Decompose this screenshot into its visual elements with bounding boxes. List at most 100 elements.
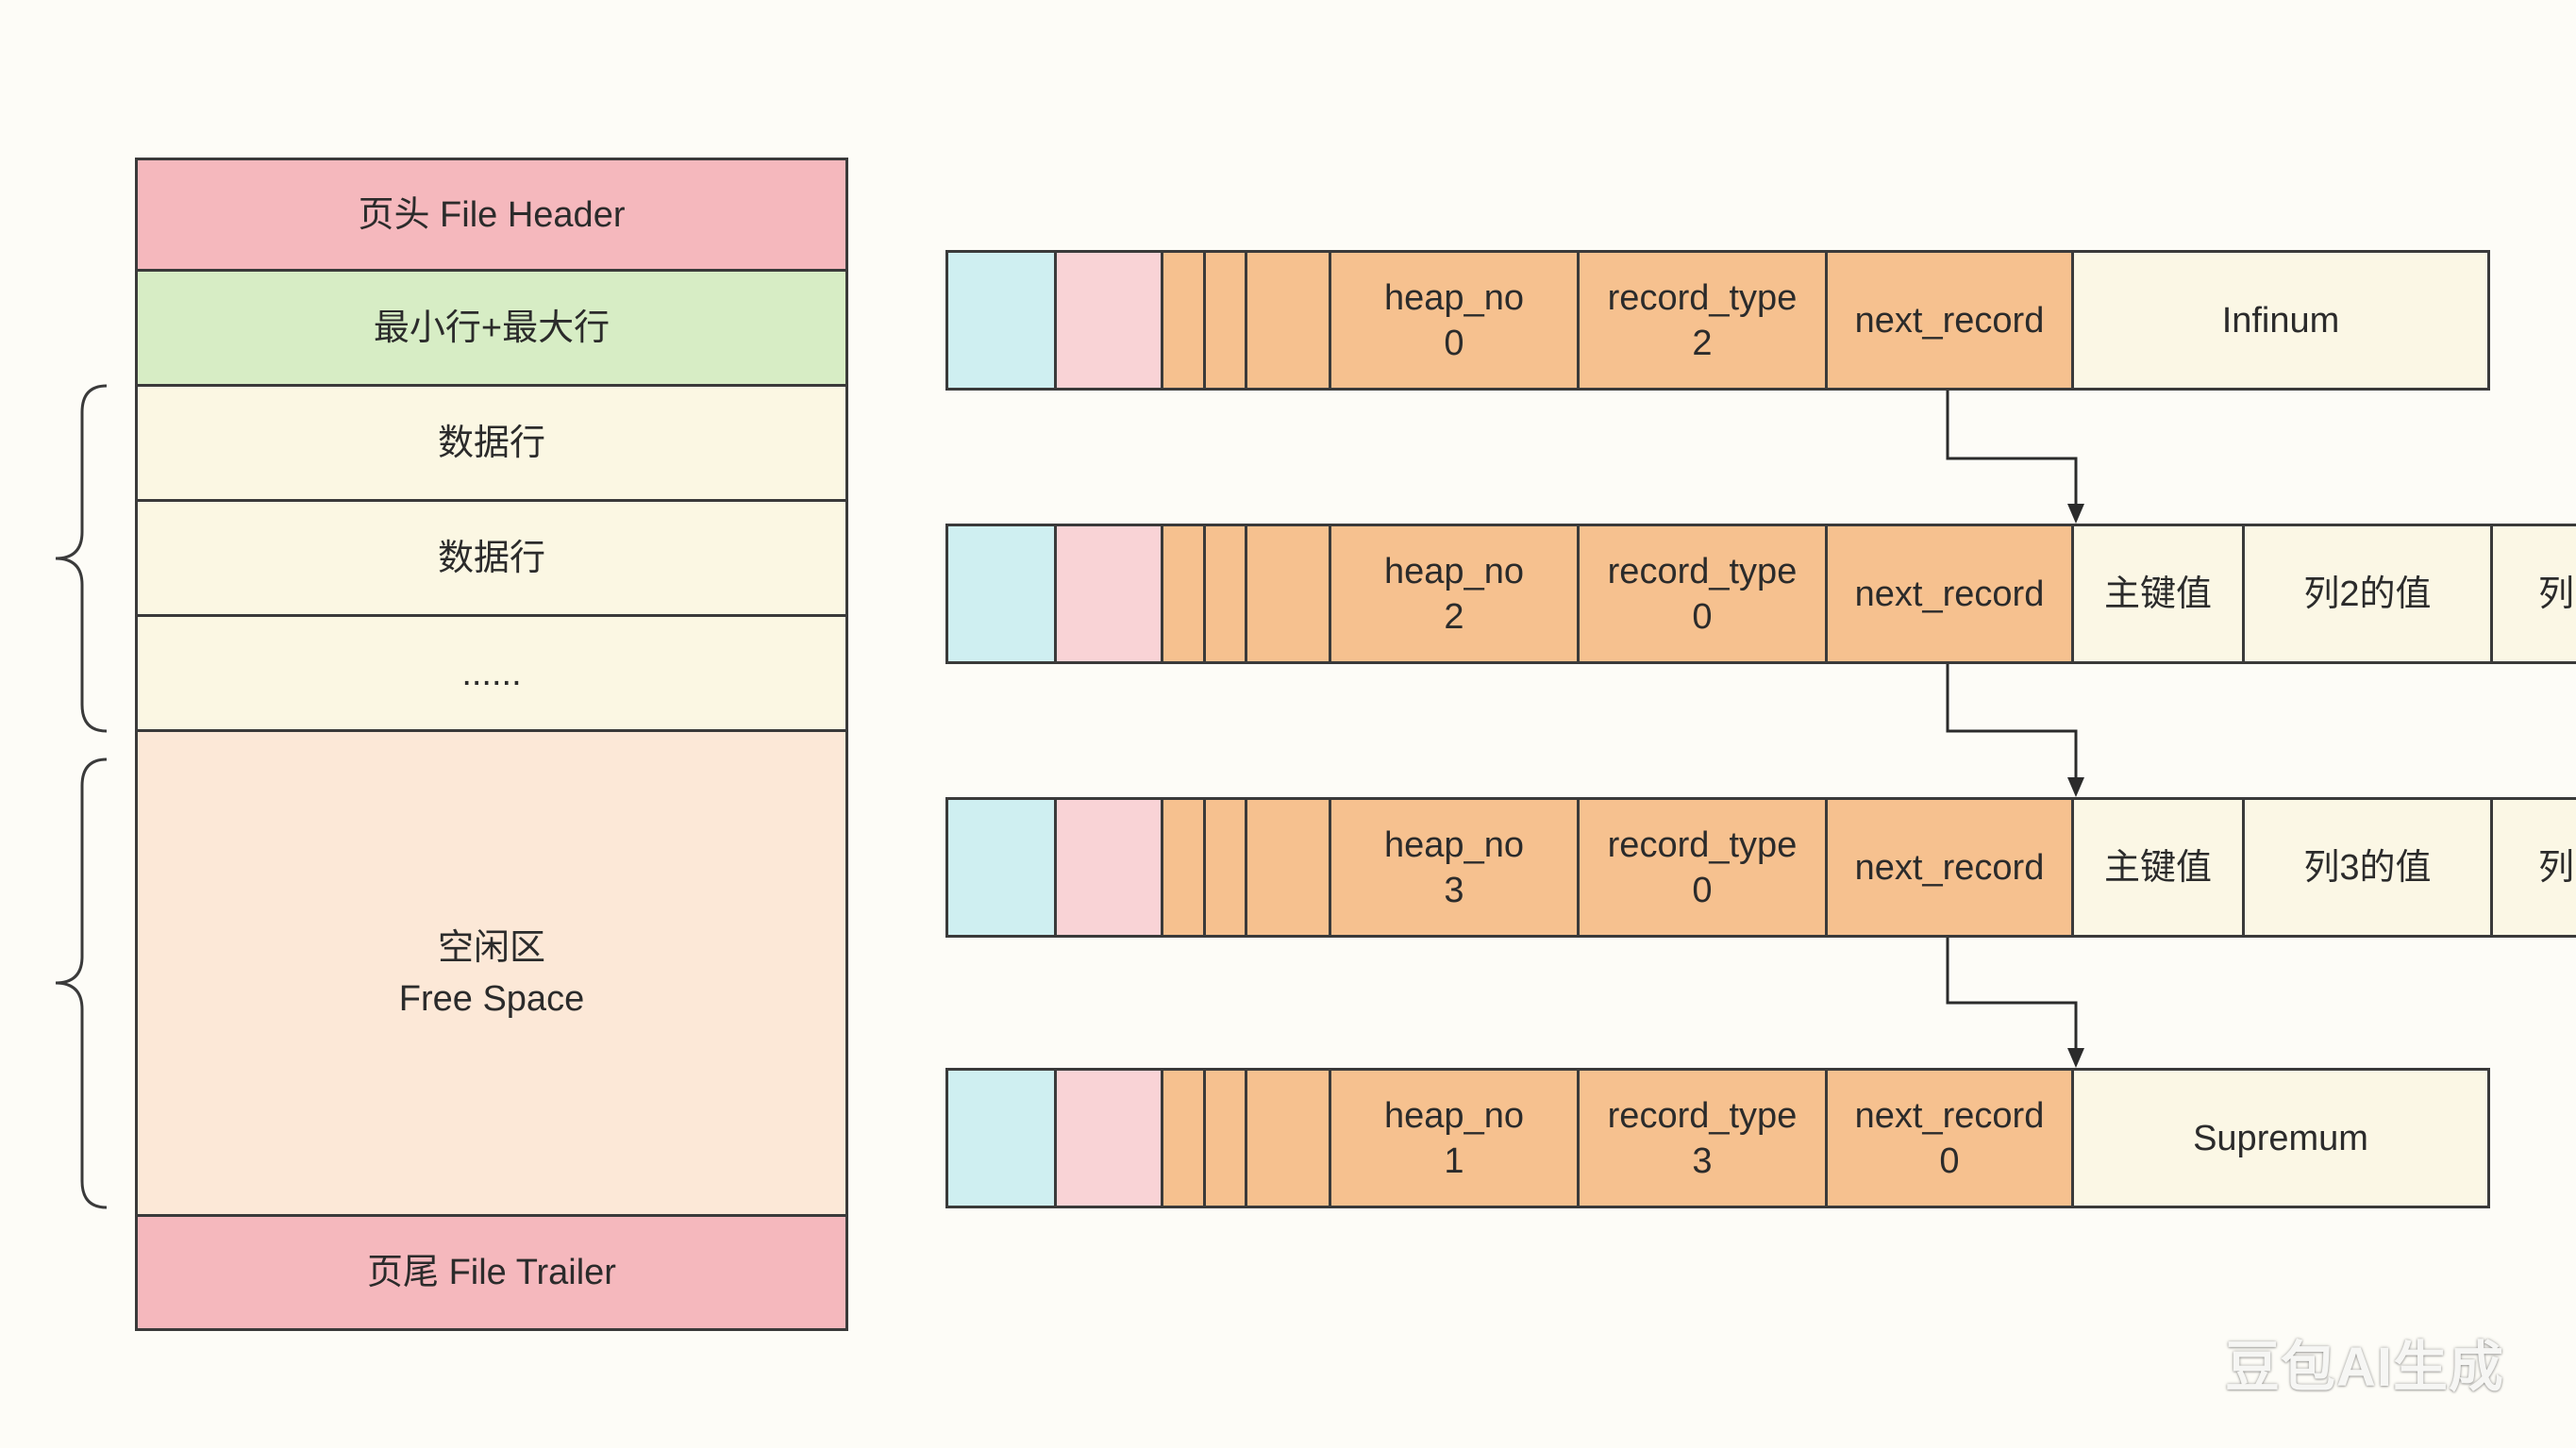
arrow-line <box>1946 391 2078 506</box>
payload-text: 列 <box>2538 847 2575 888</box>
record-header-cell <box>1245 800 1329 935</box>
heap-no-cell: heap_no 0 <box>1329 253 1577 388</box>
next-record-value: 0 <box>1939 1140 1960 1181</box>
section-label: 页头 File Header <box>358 194 626 235</box>
next-record-cell: next_record <box>1825 526 2071 661</box>
next-record-arrow <box>1946 391 2084 524</box>
section-label: 页尾 File Trailer <box>367 1253 616 1292</box>
record-header-cell <box>945 800 1054 935</box>
record-header-cell <box>1161 800 1203 935</box>
section-label: 数据行 <box>437 423 545 463</box>
record-type-label: record_type <box>1607 1095 1798 1136</box>
heap-no-cell: heap_no 1 <box>1329 1071 1577 1206</box>
payload-text: 列3的值 <box>2303 847 2432 888</box>
record-type-value: 3 <box>1692 1140 1713 1181</box>
index-page-structure: 页头 File Header 最小行+最大行 数据行 数据行 ...... 空闲… <box>135 158 848 1331</box>
heap-no-label: heap_no <box>1384 551 1524 591</box>
arrow-head <box>2067 1048 2084 1068</box>
record-header-cell <box>1054 526 1161 661</box>
record-type-cell: record_type 3 <box>1577 1071 1825 1206</box>
heap-no-cell: heap_no 3 <box>1329 800 1577 935</box>
data-row-section: 数据行 <box>138 387 845 502</box>
file-header-section: 页头 File Header <box>138 160 845 272</box>
payload-text: 列2的值 <box>2303 574 2432 614</box>
column-value-cell: 列3的值 <box>2242 800 2490 935</box>
infimum-supremum-section: 最小行+最大行 <box>138 272 845 387</box>
record-type-label: record_type <box>1607 277 1798 318</box>
payload-text: 主键值 <box>2103 574 2212 614</box>
data-row-section: 数据行 <box>138 502 845 617</box>
record-header-cell <box>1161 253 1203 388</box>
record-header-cell <box>1203 1071 1245 1206</box>
payload-text: Infinum <box>2221 300 2340 341</box>
heap-no-value: 0 <box>1444 323 1464 363</box>
curly-brace-data-rows <box>55 384 108 733</box>
free-space-section: 空闲区 Free Space <box>138 732 845 1217</box>
next-record-label: next_record <box>1854 847 2045 888</box>
record-header-cell <box>1054 800 1161 935</box>
arrow-head <box>2067 504 2084 524</box>
record-row-supremum: heap_no 1 record_type 3 next_record 0 Su… <box>945 1068 2490 1208</box>
section-label-cn: 空闲区 <box>437 927 545 968</box>
record-type-label: record_type <box>1607 824 1798 865</box>
section-label-en: Free Space <box>398 978 585 1019</box>
section-label: 数据行 <box>437 538 545 578</box>
next-record-cell: next_record <box>1825 800 2071 935</box>
next-record-cell: next_record 0 <box>1825 1071 2071 1206</box>
record-header-cell <box>1161 1071 1203 1206</box>
arrow-line <box>1946 664 2078 779</box>
record-type-cell: record_type 0 <box>1577 526 1825 661</box>
record-row-user-2: heap_no 3 record_type 0 next_record 主键值 … <box>945 797 2576 938</box>
heap-no-value: 3 <box>1444 870 1464 910</box>
record-header-cell <box>1245 526 1329 661</box>
arrow-head <box>2067 777 2084 797</box>
payload-text: 主键值 <box>2103 847 2212 888</box>
record-header-cell <box>1161 526 1203 661</box>
heap-no-label: heap_no <box>1384 277 1524 318</box>
record-type-label: record_type <box>1607 551 1798 591</box>
section-label: ...... <box>461 653 522 693</box>
next-record-label: next_record <box>1854 574 2045 614</box>
payload-text: Supremum <box>2193 1118 2368 1158</box>
heap-no-label: heap_no <box>1384 824 1524 865</box>
record-type-value: 2 <box>1692 323 1713 363</box>
section-label: 最小行+最大行 <box>373 308 611 348</box>
record-type-value: 0 <box>1692 870 1713 910</box>
payload-cell: Supremum <box>2071 1071 2490 1206</box>
record-type-value: 0 <box>1692 596 1713 637</box>
next-record-arrow <box>1946 664 2084 797</box>
heap-no-cell: heap_no 2 <box>1329 526 1577 661</box>
watermark: 豆包AI生成 <box>2225 1337 2505 1398</box>
column-value-cell: 列2的值 <box>2242 526 2490 661</box>
heap-no-value: 1 <box>1444 1140 1464 1181</box>
record-header-cell <box>1203 526 1245 661</box>
record-row-user-1: heap_no 2 record_type 0 next_record 主键值 … <box>945 524 2576 664</box>
record-header-cell <box>945 1071 1054 1206</box>
payload-cell: Infinum <box>2071 253 2490 388</box>
record-type-cell: record_type 0 <box>1577 800 1825 935</box>
record-header-cell <box>1054 1071 1161 1206</box>
ellipsis-section: ...... <box>138 617 845 732</box>
arrow-line <box>1946 938 2078 1050</box>
curly-brace-free-space <box>55 757 108 1209</box>
next-record-label: next_record <box>1854 300 2045 341</box>
column-value-cell-truncated: 列 <box>2490 526 2576 661</box>
next-record-arrow <box>1946 938 2084 1068</box>
record-header-cell <box>945 526 1054 661</box>
payload-text: 列 <box>2538 574 2575 614</box>
record-header-cell <box>945 253 1054 388</box>
heap-no-value: 2 <box>1444 596 1464 637</box>
record-header-cell <box>1054 253 1161 388</box>
heap-no-label: heap_no <box>1384 1095 1524 1136</box>
next-record-label: next_record <box>1854 1095 2045 1136</box>
column-value-cell-truncated: 列 <box>2490 800 2576 935</box>
next-record-cell: next_record <box>1825 253 2071 388</box>
record-header-cell <box>1203 800 1245 935</box>
record-header-cell <box>1245 253 1329 388</box>
primary-key-cell: 主键值 <box>2071 800 2242 935</box>
primary-key-cell: 主键值 <box>2071 526 2242 661</box>
record-row-infimum: heap_no 0 record_type 2 next_record Infi… <box>945 250 2490 391</box>
record-header-cell <box>1245 1071 1329 1206</box>
record-type-cell: record_type 2 <box>1577 253 1825 388</box>
